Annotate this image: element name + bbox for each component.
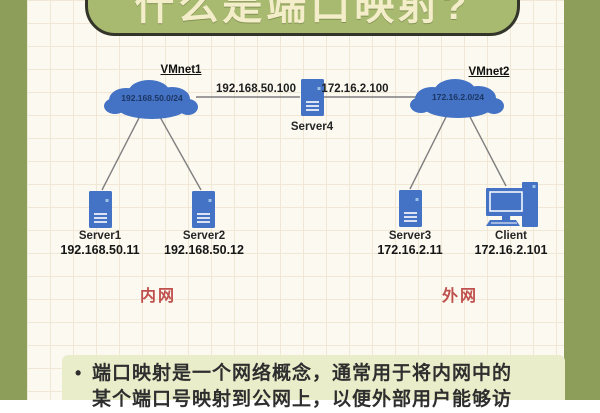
link1-ip-label: 192.168.50.100 bbox=[216, 83, 296, 95]
client-computer-icon bbox=[486, 182, 538, 227]
server1-name-label: Server1 bbox=[78, 230, 122, 242]
server3-name-label: Server3 bbox=[388, 230, 432, 242]
page-title: 什么是端口映射? bbox=[134, 0, 471, 28]
server1-icon bbox=[88, 190, 113, 229]
note-box: • 端口映射是一个网络概念，通常用于将内网中的 某个端口号映射到公网上，以便外部… bbox=[62, 355, 565, 410]
server4-name-label: Server4 bbox=[290, 121, 334, 133]
vmnet2-name-label: VMnet2 bbox=[468, 66, 510, 78]
client-ip-label: 172.16.2.101 bbox=[474, 243, 548, 257]
note-text-line2: 某个端口号映射到公网上，以便外部用户能够访 bbox=[92, 389, 513, 410]
title-pill: 什么是端口映射? bbox=[85, 0, 520, 36]
network-diagram: 192.168.50.0/24 172.16.2.0/24 bbox=[88, 78, 538, 229]
server3-icon bbox=[398, 189, 423, 228]
server2-name-label: Server2 bbox=[182, 230, 226, 242]
link-line-vmnet1-server2 bbox=[159, 116, 202, 191]
vmnet1-cloud-icon: 192.168.50.0/24 bbox=[104, 80, 198, 119]
link-line-vmnet1-server1 bbox=[101, 115, 141, 191]
connection-lines bbox=[101, 96, 507, 191]
intranet-zone-label: 内网 bbox=[139, 288, 177, 305]
link2-ip-label: 172.16.2.100 bbox=[321, 83, 389, 95]
server1-ip-label: 192.168.50.11 bbox=[60, 243, 140, 257]
extranet-zone-label: 外网 bbox=[441, 288, 479, 305]
vmnet2-subnet-label: 172.16.2.0/24 bbox=[432, 92, 484, 102]
client-name-label: Client bbox=[495, 230, 527, 242]
link-line-vmnet2-client bbox=[467, 112, 507, 187]
vmnet1-subnet-label: 192.168.50.0/24 bbox=[121, 93, 183, 103]
note-bullet: • bbox=[75, 363, 82, 383]
link-line-vmnet2-server3 bbox=[409, 112, 449, 190]
vmnet1-name-label: VMnet1 bbox=[160, 64, 202, 76]
note-text-line1: 端口映射是一个网络概念，通常用于将内网中的 bbox=[92, 363, 513, 384]
vmnet2-cloud-icon: 172.16.2.0/24 bbox=[410, 79, 504, 118]
server2-ip-label: 192.168.50.12 bbox=[164, 243, 244, 257]
server2-icon bbox=[191, 190, 216, 229]
content-panel bbox=[27, 0, 564, 400]
server3-ip-label: 172.16.2.11 bbox=[377, 243, 443, 257]
